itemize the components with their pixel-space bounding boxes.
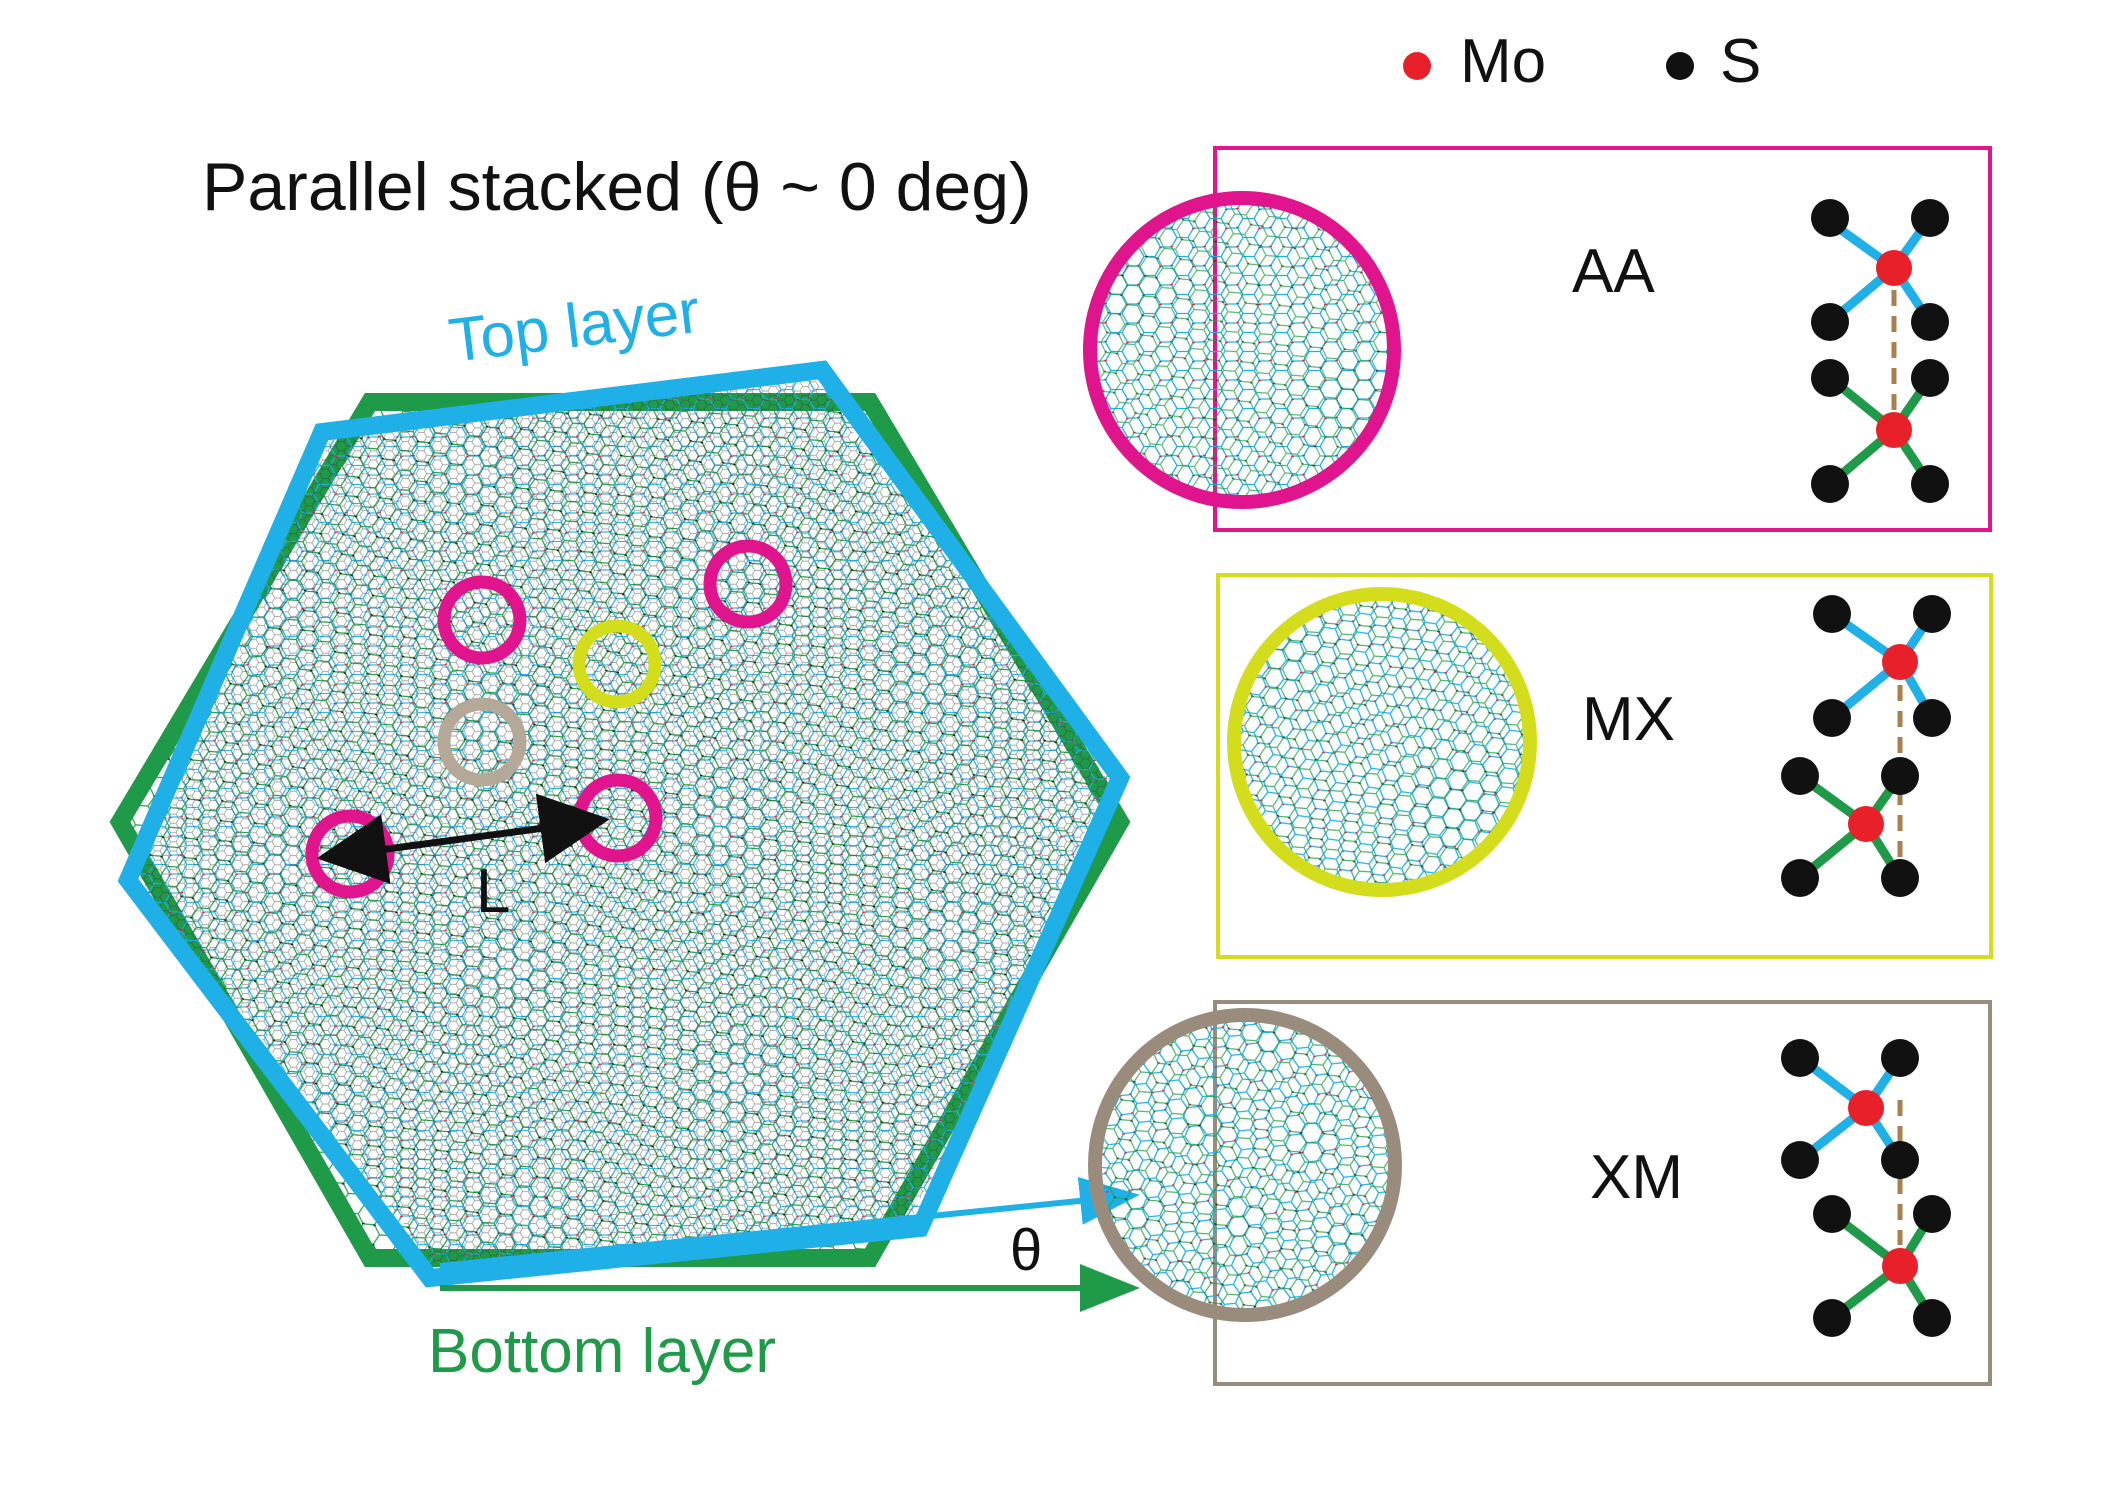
s-legend-label: S [1720, 27, 1761, 96]
s-atom [1781, 859, 1819, 897]
mx-panel-frame [1216, 573, 1993, 959]
s-atom [1881, 757, 1919, 795]
s-atom [1913, 595, 1951, 633]
aa-label: AA [1572, 237, 1655, 306]
xm-stacking-panel: XM [1088, 1000, 1992, 1386]
s-atom [1911, 303, 1949, 341]
aa-region-marker [703, 539, 793, 629]
aa-atomic-side-view [1811, 199, 1949, 503]
mx-zoom-lattice [1234, 594, 1530, 890]
aa-zoom-lattice [1090, 198, 1394, 502]
s-atom [1913, 1195, 1951, 1233]
mx-label: MX [1582, 685, 1675, 754]
s-atom [1811, 199, 1849, 237]
mx-region-marker [572, 619, 662, 709]
top-layer-label: Top layer [445, 277, 703, 376]
s-atom [1811, 359, 1849, 397]
xm-atomic-side-view [1781, 1039, 1951, 1337]
mx-atomic-side-view [1781, 595, 1951, 897]
aa-region-marker [437, 575, 527, 665]
s-atom [1911, 465, 1949, 503]
xm-label: XM [1590, 1143, 1683, 1212]
s-atom [1881, 859, 1919, 897]
s-atom [1911, 359, 1949, 397]
s-atom [1913, 699, 1951, 737]
mo-atom [1848, 806, 1884, 842]
bottom-layer-label: Bottom layer [428, 1317, 776, 1386]
s-atom [1811, 465, 1849, 503]
s-atom [1813, 595, 1851, 633]
top-layer-direction-arrow [439, 1176, 1140, 1269]
s-atom [1813, 699, 1851, 737]
mo-atom [1876, 412, 1912, 448]
twist-angle-label: θ [1010, 1218, 1042, 1283]
mo-atom [1876, 250, 1912, 286]
s-atom [1781, 1141, 1819, 1179]
mo-atom [1882, 1248, 1918, 1284]
mo-atom [1882, 644, 1918, 680]
s-atom [1781, 757, 1819, 795]
mx-stacking-panel: MX [1216, 573, 1993, 959]
xm-region-marker [437, 697, 527, 787]
legend: Mo S [1403, 27, 1761, 96]
twist-angle-indicator: θ [439, 1176, 1140, 1312]
figure-title: Parallel stacked (θ ~ 0 deg) [202, 149, 1032, 225]
s-atom [1911, 199, 1949, 237]
aa-stacking-panel: AA [1083, 146, 1992, 532]
mo-legend-dot [1403, 52, 1431, 80]
mo-atom [1848, 1090, 1884, 1126]
s-atom [1881, 1141, 1919, 1179]
s-atom [1813, 1195, 1851, 1233]
xm-zoom-lattice [1095, 1015, 1395, 1315]
s-atom [1813, 1299, 1851, 1337]
s-atom [1781, 1039, 1819, 1077]
moire-period-arrow [316, 793, 610, 884]
s-atom [1811, 303, 1849, 341]
fine-lattice-overlay [140, 380, 1108, 1266]
mo-legend-label: Mo [1460, 27, 1546, 96]
top-layer-hexagon [117, 360, 1131, 1288]
xm-zoom-circle [1088, 1008, 1402, 1322]
aa-zoom-circle [1083, 191, 1401, 509]
s-atom [1881, 1039, 1919, 1077]
mx-zoom-circle [1227, 587, 1537, 897]
s-legend-dot [1666, 52, 1694, 80]
moire-period-label: L [476, 857, 510, 926]
moire-superlattice: L [109, 360, 1131, 1288]
s-atom [1913, 1299, 1951, 1337]
